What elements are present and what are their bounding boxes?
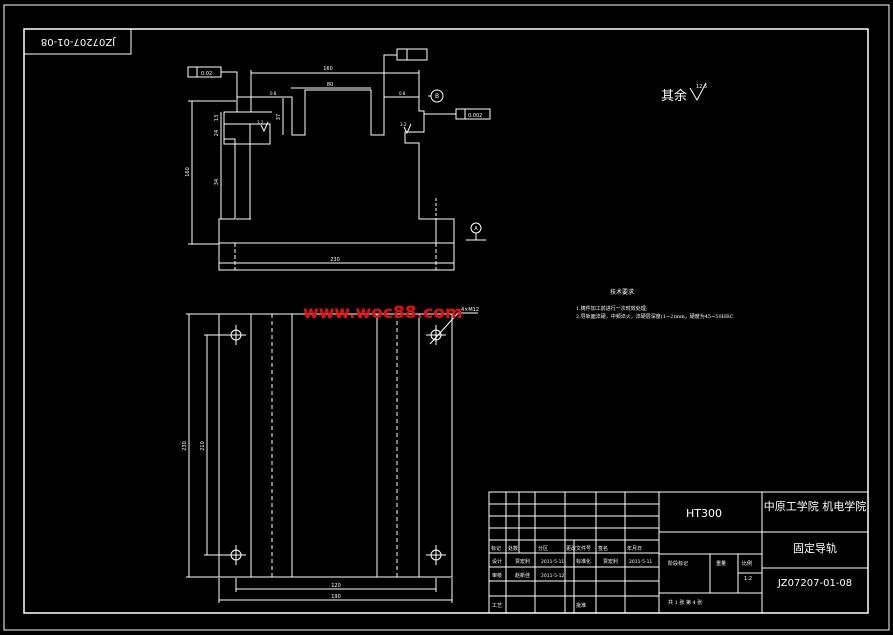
svg-text:12.5: 12.5 xyxy=(696,84,707,90)
dim-height: 160 xyxy=(185,167,191,177)
gdt-flatness: 0.02 xyxy=(201,71,212,77)
svg-text:更改文件号: 更改文件号 xyxy=(566,545,591,552)
svg-text:比例: 比例 xyxy=(742,560,752,567)
roughness-top-right: 0.8 xyxy=(399,91,406,96)
svg-text:设计: 设计 xyxy=(492,558,502,565)
svg-text:工艺: 工艺 xyxy=(492,603,502,609)
drawing-number: JZ07207-01-08 xyxy=(777,578,852,589)
watermark: www.woc88.com xyxy=(303,303,463,323)
datum-b: B xyxy=(435,93,439,100)
part-name: 固定导轨 xyxy=(793,541,837,555)
svg-text:重量: 重量 xyxy=(716,560,726,567)
svg-text:标准化: 标准化 xyxy=(576,558,591,565)
rotated-drawing-number: JZ07207-01-08 xyxy=(41,36,116,47)
roughness-rest: 其余 12.5 xyxy=(661,82,707,104)
svg-text:阶段标记: 阶段标记 xyxy=(668,560,688,567)
svg-text:批准: 批准 xyxy=(576,602,586,609)
dim-slot-depth: 37 xyxy=(276,114,282,120)
hole-callout: 4×M12 xyxy=(461,307,479,313)
dim-left-h3: 34 xyxy=(214,179,220,185)
dim-outer-width: 190 xyxy=(331,594,341,600)
front-view xyxy=(187,48,491,271)
datum-a: A xyxy=(474,226,478,232)
school-name: 中原工学院 机电学院 xyxy=(764,499,867,513)
roughness-left: 3.2 xyxy=(257,120,264,125)
svg-text:2011-5-12: 2011-5-12 xyxy=(541,573,564,579)
sheet-info: 共 1 张 第 4 张 xyxy=(668,599,702,606)
svg-text:赵新佳: 赵新佳 xyxy=(515,572,530,579)
tech-req-item-2: 2.导轨面淬硬，中频淬火，淬硬层深度(1~2)mm，硬度为45~50HRC xyxy=(576,313,734,320)
svg-text:2011-5-11: 2011-5-11 xyxy=(629,559,652,565)
dim-height-inner: 210 xyxy=(200,441,206,451)
dim-height-outer: 230 xyxy=(182,441,188,451)
dim-top-width: 160 xyxy=(323,66,333,72)
svg-text:贾宏利: 贾宏利 xyxy=(515,558,530,565)
gdt-parallel: 0.002 xyxy=(468,113,482,119)
front-view-labels: 160 80 230 160 37 13 24 34 3.2 3.2 0.8 0… xyxy=(185,66,482,263)
tech-requirements: 技术要求 1.铸件加工前进行一次时效处理; 2.导轨面淬硬，中频淬火，淬硬层深度… xyxy=(576,288,734,320)
svg-text:2011-5-11: 2011-5-11 xyxy=(541,559,564,565)
top-view-labels: 120 190 230 210 4×M12 xyxy=(182,307,479,600)
roughness-right: 3.2 xyxy=(400,122,407,127)
svg-text:处数: 处数 xyxy=(508,545,518,552)
material: HT300 xyxy=(686,507,722,520)
dim-inner-width: 120 xyxy=(331,583,341,589)
svg-text:分区: 分区 xyxy=(538,545,548,552)
top-view xyxy=(186,312,478,603)
sheet-frame xyxy=(3,4,890,631)
svg-text:标记: 标记 xyxy=(491,545,501,552)
svg-text:签名: 签名 xyxy=(598,545,608,552)
roughness-symbol-icon xyxy=(689,82,707,102)
roughness-top-left: 0.8 xyxy=(270,91,277,96)
svg-text:审核: 审核 xyxy=(492,572,502,579)
svg-text:年月日: 年月日 xyxy=(627,545,642,552)
tech-req-item-1: 1.铸件加工前进行一次时效处理; xyxy=(576,305,648,312)
dim-slot-width: 80 xyxy=(327,82,333,88)
svg-text:贾宏利: 贾宏利 xyxy=(603,558,618,565)
dim-left-h2: 24 xyxy=(214,130,220,136)
dim-left-h1: 13 xyxy=(214,115,220,121)
svg-text:其余: 其余 xyxy=(661,88,687,104)
scale-value: 1:2 xyxy=(744,576,752,582)
tech-req-title: 技术要求 xyxy=(610,288,634,296)
title-block xyxy=(488,491,869,614)
dim-overall-width: 230 xyxy=(330,257,340,263)
title-block-text: HT300 中原工学院 机电学院 固定导轨 JZ07207-01-08 1:2 … xyxy=(491,499,866,609)
